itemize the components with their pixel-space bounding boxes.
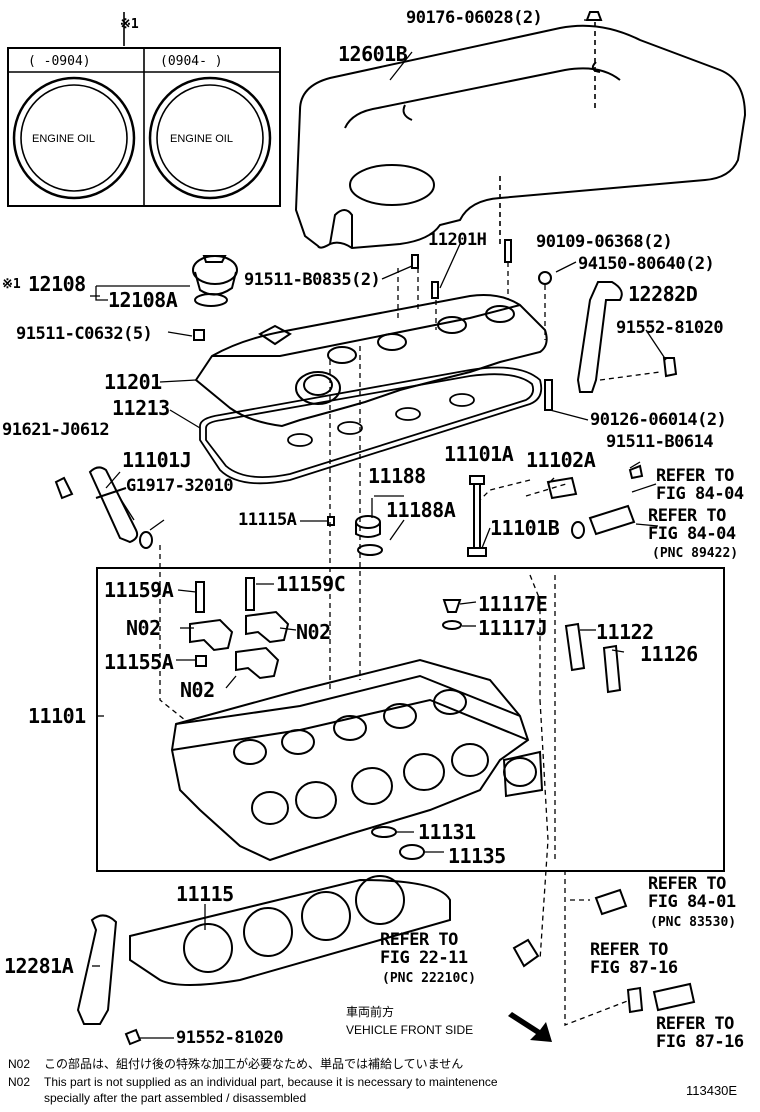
label-pnc-83530: (PNC 83530) [650,915,737,930]
label-91621-J0612: 91621-J0612 [2,420,110,440]
tubes [564,622,622,694]
label-11188A: 11188A [386,498,456,522]
label-11101: 11101 [28,704,86,728]
label-91511-B0835: 91511-B0835(2) [244,270,381,290]
leader-lines [90,19,667,1039]
front-side-arrow [508,1012,552,1042]
label-94150-80640: 94150-80640(2) [578,254,715,274]
sensor-11102A [546,464,644,500]
label-91511-C0632: 91511-C0632(5) [16,324,153,344]
front-side-jp: 車両前方 [346,1005,395,1019]
plug-11117E [442,599,462,630]
refer-84-04b-line2: FIG 84-04 [648,524,736,544]
label-90109-06368: 90109-06368(2) [536,232,673,252]
bracket-12281A [76,914,142,1046]
label-12601B: 12601B [338,42,408,66]
label-11115: 11115 [176,882,234,906]
refer-87-16a-line1: REFER TO [590,940,668,960]
refer-84-01-line2: FIG 84-01 [648,892,736,912]
label-11122: 11122 [596,620,654,644]
label-11117J: 11117J [478,616,548,640]
label-11126: 11126 [640,642,698,666]
label-11101J: 11101J [122,448,192,472]
oil-filler-cap-12108 [192,255,238,307]
figure-code: 113430E [686,1083,738,1098]
bolt-90176 [585,11,603,21]
label-G1917-32010: G1917-32010 [126,476,234,496]
cylinder-head-box [96,567,725,872]
label-11188: 11188 [368,464,426,488]
bolt-11101A [467,475,487,557]
label-12108A: 12108A [108,288,178,312]
label-11135: 11135 [448,844,506,868]
label-N02-left: N02 [126,616,161,640]
label-90176-06028: 90176-06028(2) [406,8,543,28]
label-90126-06014: 90126-06014(2) [590,410,727,430]
inset-left-cap-text: ENGINE OIL [32,133,95,145]
cylinder-head-cover-11201 [194,294,548,428]
label-12108: 12108 [28,272,86,296]
pin-11115A [327,516,335,526]
label-11201: 11201 [104,370,162,394]
label-N02-lower: N02 [180,678,215,702]
label-12108-marker: ※1 [2,277,21,292]
label-11159A: 11159A [104,578,174,602]
label-91552-81020-bottom: 91552-81020 [176,1028,284,1048]
label-pnc-22210C: (PNC 22210C) [382,971,476,986]
label-pnc-89422: (PNC 89422) [652,546,739,561]
note-jp-text: この部品は、組付け後の特殊な加工が必要なため、単品では補給していません [44,1057,464,1071]
inset-right-cap-text: ENGINE OIL [170,133,233,145]
sensor-89422 [571,504,636,539]
label-91552-81020-top: 91552-81020 [616,318,724,338]
label-11131: 11131 [418,820,476,844]
engine-cover-12601B [294,24,747,250]
refer-84-04b-line1: REFER TO [648,506,726,526]
inset-left-range: ( -0904) [28,54,91,69]
refer-22-11-line1: REFER TO [380,930,458,950]
oil-control-valve [54,466,153,549]
label-91511-B0614: 91511-B0614 [606,432,714,452]
refer-87-16b-line1: REFER TO [656,1014,734,1034]
cover-gasket-11213 [199,366,543,485]
front-side-en: VEHICLE FRONT SIDE [346,1023,474,1037]
label-N02-right: N02 [296,620,331,644]
label-11102A: 11102A [526,448,596,472]
oil-cap-inset [7,12,281,207]
label-11101A: 11101A [444,442,514,466]
refer-84-04a-line1: REFER TO [656,466,734,486]
label-11201H: 11201H [428,230,487,250]
note-jp-code: N02 [8,1057,31,1071]
bracket-12282D [576,281,623,393]
label-11101B: 11101B [490,516,560,540]
inset-marker: ※1 [120,17,139,32]
inset-right-range: (0904- ) [160,54,223,69]
refer-22-11-line2: FIG 22-11 [380,948,468,968]
note-en-line2: specially after the part assembled / dis… [44,1091,307,1105]
label-12282D: 12282D [628,282,698,306]
label-12281A: 12281A [4,954,74,978]
label-11117E: 11117E [478,592,548,616]
refer-87-16b-line2: FIG 87-16 [656,1032,744,1052]
label-11213: 11213 [112,396,170,420]
head-gasket-11115 [129,875,451,986]
refer-84-01-line1: REFER TO [648,874,726,894]
cylinder-head-11101 [170,658,544,862]
note-en-code: N02 [8,1075,31,1089]
lower-sensors [512,888,696,1014]
label-11159C: 11159C [276,572,346,596]
label-11115A: 11115A [238,510,297,530]
label-11155A: 11155A [104,650,174,674]
refer-87-16a-line2: FIG 87-16 [590,958,678,978]
note-en-line1: This part is not supplied as an individu… [44,1075,498,1089]
bearing-caps [189,577,290,680]
refer-84-04a-line2: FIG 84-04 [656,484,744,504]
plug-11188 [355,515,383,556]
